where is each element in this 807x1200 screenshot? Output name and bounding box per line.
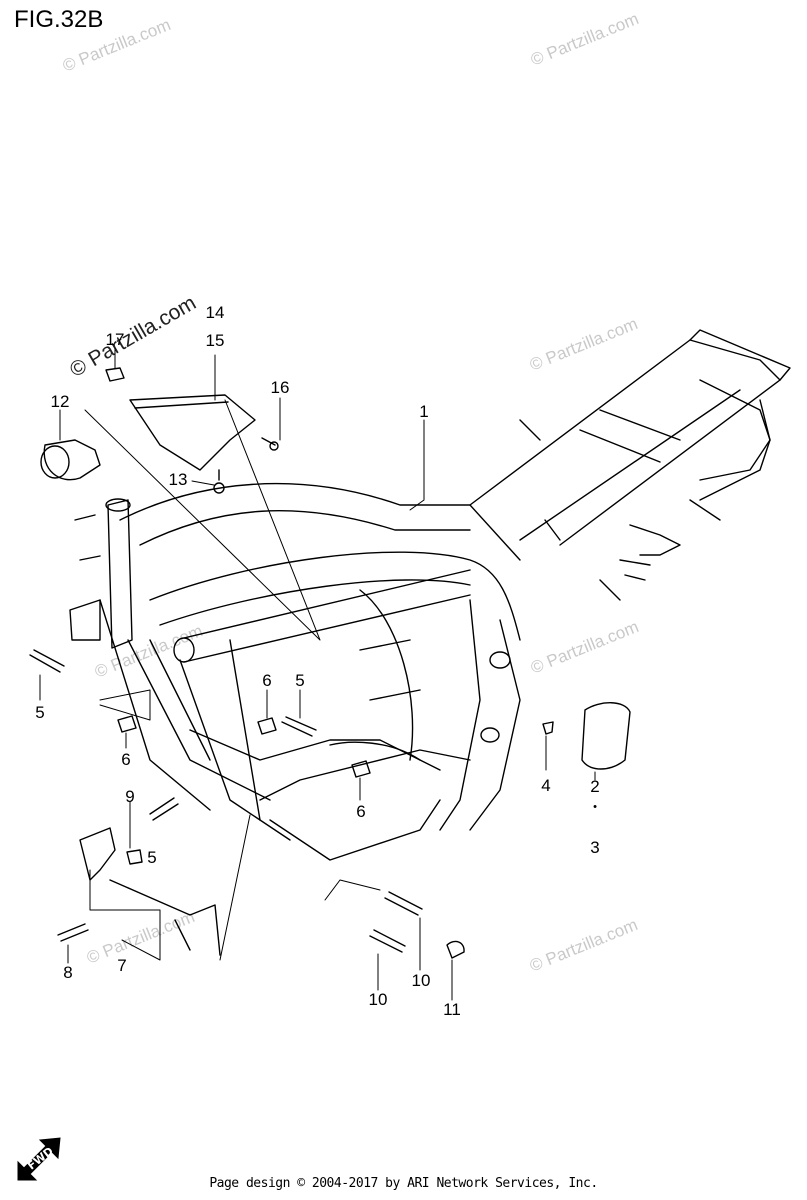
- callout-17: 17: [105, 330, 125, 349]
- frame-head-pipe: [107, 499, 133, 649]
- callout-10a: 10: [368, 990, 388, 1009]
- callout-5a: 5: [35, 703, 45, 722]
- callout-9: 9: [125, 787, 135, 806]
- callout-15: 15: [205, 331, 225, 350]
- frame-main-rail-lower: [139, 510, 471, 546]
- part-17: [105, 367, 125, 382]
- callout-6a: 6: [121, 750, 131, 769]
- footer-copyright: Page design © 2004-2017 by ARI Network S…: [209, 1176, 598, 1191]
- callout-6c: 6: [356, 802, 366, 821]
- part-12: [43, 439, 101, 481]
- part-14: [129, 394, 256, 471]
- frame-main-rail: [119, 339, 781, 546]
- callout-14: 14: [205, 303, 225, 322]
- callout-3: 3: [590, 838, 600, 857]
- frame-down-tube: [149, 551, 521, 641]
- callout-8: 8: [63, 963, 73, 982]
- callout-16: 16: [270, 378, 290, 397]
- callout-2-dot: •: [593, 801, 597, 813]
- callout-10b: 10: [411, 971, 431, 990]
- callout-7: 7: [117, 956, 127, 975]
- callout-1: 1: [419, 402, 429, 421]
- callout-13: 13: [168, 470, 188, 489]
- part-2: [581, 702, 631, 770]
- callout-11: 11: [443, 1000, 461, 1019]
- fwd-arrow-icon: [17, 1137, 61, 1181]
- callout-5b: 5: [295, 671, 305, 690]
- part-7: [79, 827, 116, 881]
- callout-2: 2: [590, 777, 600, 796]
- figure-title: FIG.32B: [14, 6, 104, 33]
- callout-5c: 5: [147, 848, 157, 867]
- callout-12: 12: [50, 392, 70, 411]
- callout-6b: 6: [262, 671, 272, 690]
- part-11: [446, 940, 465, 959]
- callout-4: 4: [541, 776, 551, 795]
